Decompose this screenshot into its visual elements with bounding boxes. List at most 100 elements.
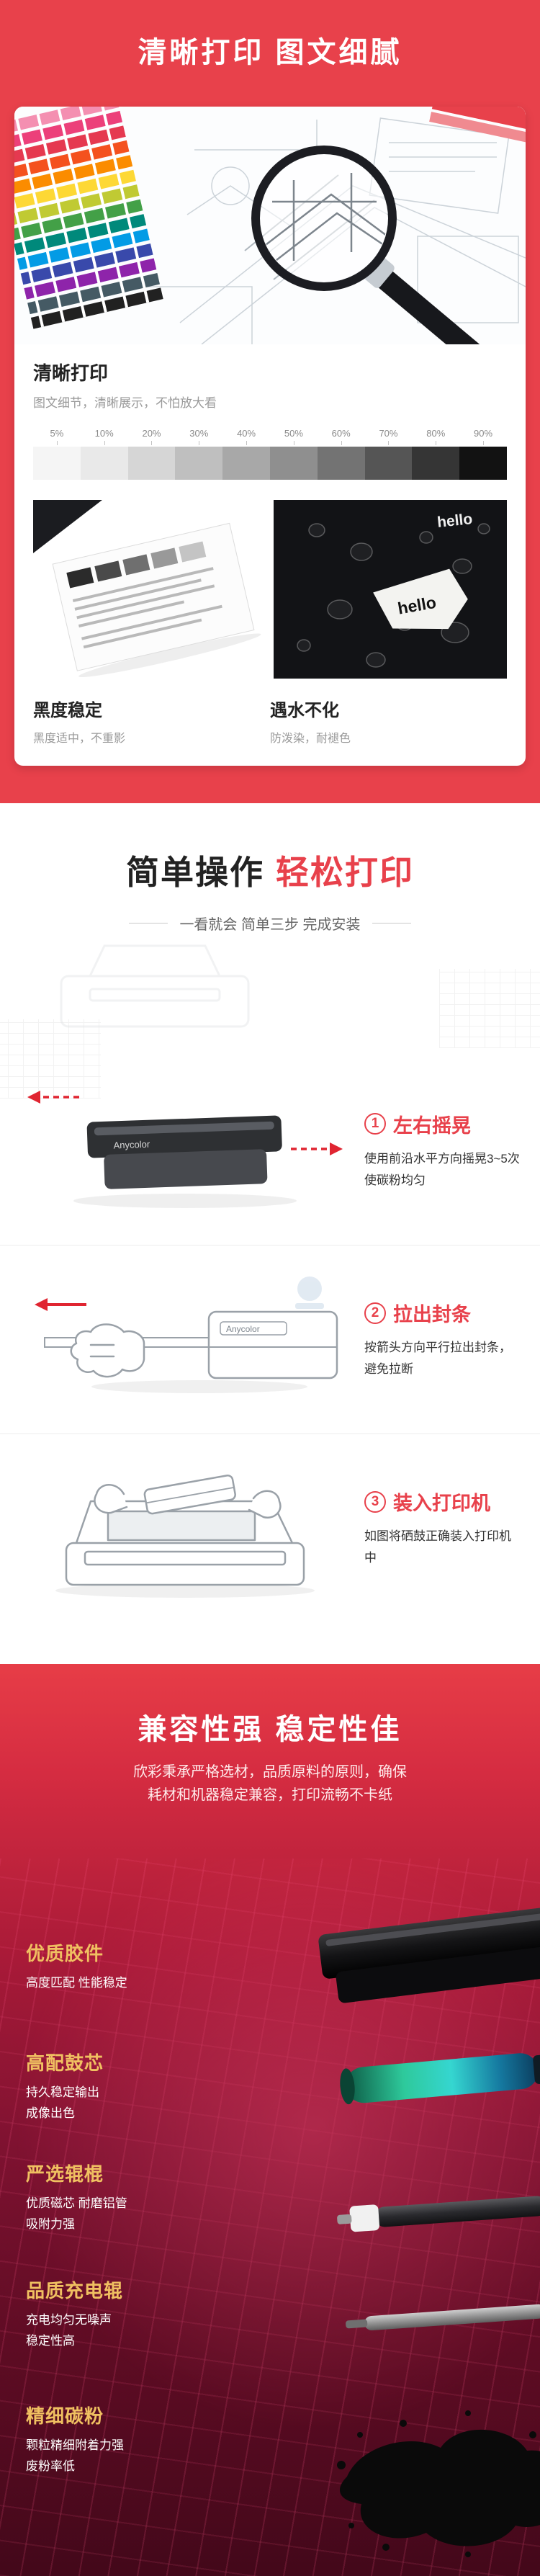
lens-glass (261, 155, 387, 282)
waterproof-sample-illustration: hello hello (274, 500, 507, 679)
printer-sketch (65, 1500, 305, 1586)
toner-cartridge-outline (207, 1310, 338, 1379)
step-number-badge: 2 (364, 1302, 386, 1324)
density-segment (175, 447, 223, 480)
steps-section-title: 简单操作轻松打印 (0, 846, 540, 894)
steps-title-red: 轻松打印 (276, 854, 414, 891)
quality-section-title: 清晰打印 图文细腻 (138, 37, 402, 68)
step-description: 按箭头方向平行拉出封条，避免拉断 (364, 1341, 511, 1376)
toner-powder-splash-image (337, 2410, 540, 2557)
density-label: 5% (33, 428, 81, 445)
quality-section: 清晰打印 图文细腻 (0, 0, 540, 803)
compat-feature-title: 品质充电辊 (26, 2280, 124, 2302)
paper-scrap: hello (373, 568, 468, 630)
density-segment (269, 447, 318, 480)
faint-swatch-grid-left (0, 1019, 101, 1099)
step-shake: Anycolor 1 左右摇晃 使用前沿 (0, 1056, 540, 1245)
magnifier-icon (251, 146, 483, 363)
step-title: 左右摇晃 (393, 1114, 471, 1137)
density-label: 80% (412, 428, 459, 445)
arrow-left-icon (35, 1298, 48, 1311)
density-label: 40% (222, 428, 270, 445)
compat-feature-desc: 高度匹配 性能稳定 (26, 1976, 127, 1990)
step1-text: 1 左右摇晃 使用前沿水平方向摇晃3~5次使碳粉均匀 (354, 1110, 521, 1191)
hand-sketch (70, 1323, 145, 1378)
density-label: 20% (128, 428, 176, 445)
density-scale: 5% 10% 20% 30% 40% 50% 60% 70% 80% 90% (33, 428, 507, 480)
step2-head: 2 拉出封条 (364, 1299, 521, 1327)
density-label: 50% (270, 428, 318, 445)
quality-feature-darkness: 黑度稳定 黑度适中，不重影 (33, 696, 270, 746)
arrow-right-icon (330, 1142, 343, 1155)
toner-cartridge-dark: Anycolor (86, 1115, 282, 1189)
compat-feature-charge-roller: 品质充电辊 充电均匀无噪声 稳定性高 (26, 2276, 271, 2352)
quality-feature-desc: 防泼染，耐褪色 (270, 733, 351, 745)
compat-intro: 欣彩秉承严格选材，品质原料的原则，确保 耗材和机器稳定兼容，打印流畅不卡纸 (133, 1764, 407, 1803)
step2-pull-seal-illustration: Anycolor (35, 1276, 338, 1393)
density-segment (33, 447, 81, 480)
print-samples: hello hello (33, 500, 507, 679)
step-number-badge: 3 (364, 1490, 386, 1513)
compat-feature-title: 优质胶件 (26, 1943, 104, 1964)
red-swatch-corner (429, 107, 526, 145)
step3-illustration-box (16, 1451, 354, 1606)
quality-card-subheading: 图文细节，清晰展示，不怕放大看 (33, 396, 217, 410)
cartridge-part-image (318, 1906, 540, 2003)
step-title: 装入打印机 (393, 1493, 490, 1515)
compat-feature-title: 严选辊棍 (26, 2163, 104, 2185)
step-title: 拉出封条 (393, 1304, 471, 1326)
step3-head: 3 装入打印机 (364, 1488, 521, 1516)
compat-feature-plastics: 优质胶件 高度匹配 性能稳定 (26, 1939, 271, 1994)
quality-feature-title: 黑度稳定 (33, 701, 102, 720)
compat-feature-desc: 颗粒精细附着力强 废粉率低 (26, 2438, 124, 2473)
compat-feature-title: 高配鼓芯 (26, 2052, 104, 2074)
cartridge-brand-text: Anycolor (226, 1324, 260, 1334)
sample-waterproof: hello hello (274, 500, 507, 679)
steps-subtitle-row: 一看就会 简单三步 完成安装 (0, 913, 540, 934)
lens-detail-lines (262, 173, 387, 266)
watermark-logo (295, 1276, 324, 1309)
steps-list: Anycolor 1 左右摇晃 使用前沿 (0, 1056, 540, 1622)
quality-feature-captions: 黑度稳定 黑度适中，不重影 遇水不化 防泼染，耐褪色 (33, 696, 507, 746)
density-label: 60% (318, 428, 365, 445)
step3-install-illustration (55, 1475, 315, 1598)
quality-card-body: 清晰打印 图文细节，清晰展示，不怕放大看 5% 10% 20% 30% 40% … (14, 344, 526, 746)
hands-sketch (94, 1484, 282, 1519)
shake-arrows (40, 1095, 330, 1150)
drum-part-image (340, 2053, 540, 2105)
quality-feature-title: 遇水不化 (270, 701, 339, 720)
step2-text: 2 拉出封条 按箭头方向平行拉出封条，避免拉断 (354, 1299, 521, 1380)
step-pull-seal: Anycolor 2 拉出封条 按箭 (0, 1245, 540, 1434)
quality-feature-desc: 黑度适中，不重影 (33, 733, 126, 745)
density-label: 30% (175, 428, 222, 445)
density-label: 70% (365, 428, 413, 445)
density-segment (364, 447, 413, 480)
hello-text-white: hello (436, 511, 473, 531)
compat-section: 兼容性强 稳定性佳 欣彩秉承严格选材，品质原料的原则，确保 耗材和机器稳定兼容，… (0, 1664, 540, 2576)
step-number-badge: 1 (364, 1113, 386, 1135)
quality-hero (14, 107, 526, 363)
density-segment (127, 447, 176, 480)
density-segment (222, 447, 270, 480)
blueprint-magnifier-illustration (14, 107, 526, 363)
compat-feature-roller: 严选辊棍 优质磁芯 耐磨铝管 吸附力强 (26, 2160, 271, 2235)
color-swatch-fan (14, 107, 163, 329)
quality-card-heading: 清晰打印 (33, 362, 109, 384)
compat-feature-drum: 高配鼓芯 持久稳定输出 成像出色 (26, 2049, 271, 2124)
cartridge-being-inserted (143, 1475, 236, 1515)
step1-illustration-box: Anycolor (16, 1077, 354, 1225)
step1-shake-illustration: Anycolor (27, 1090, 343, 1208)
quality-feature-waterproof: 遇水不化 防泼染，耐褪色 (270, 696, 507, 746)
magnetic-roller-part-image (337, 2196, 540, 2232)
density-segment (459, 447, 507, 480)
compat-feature-desc: 优质磁芯 耐磨铝管 吸附力强 (26, 2196, 127, 2231)
quality-card: 清晰打印 图文细节，清晰展示，不怕放大看 5% 10% 20% 30% 40% … (14, 107, 526, 766)
density-segment (80, 447, 128, 480)
compat-feature-desc: 持久稳定输出 成像出色 (26, 2085, 99, 2120)
faint-printer-sketch (60, 944, 250, 1028)
density-label: 90% (459, 428, 507, 445)
step3-text: 3 装入打印机 如图将硒鼓正确装入打印机中 (354, 1488, 521, 1569)
step-description: 使用前沿水平方向摇晃3~5次使碳粉均匀 (364, 1151, 520, 1187)
charge-roller-part-image (346, 2304, 540, 2330)
